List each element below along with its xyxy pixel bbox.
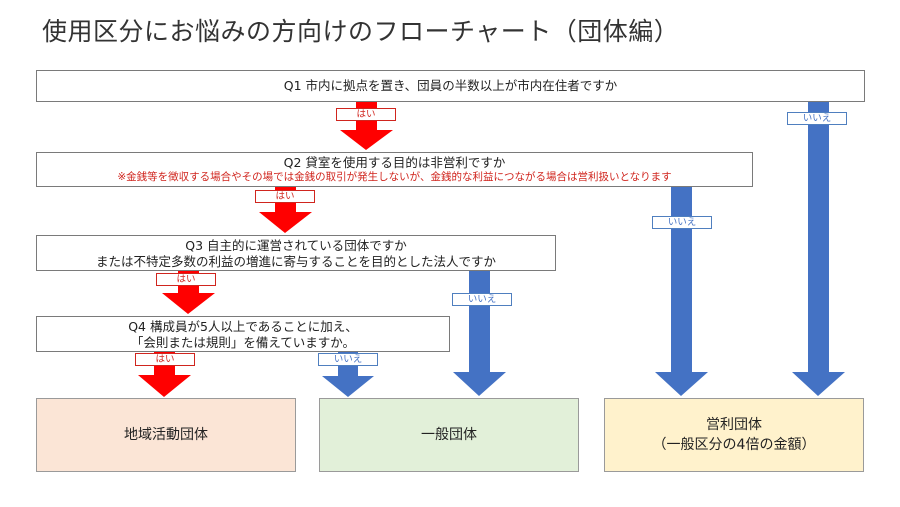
no-label-q4: いいえ (318, 353, 378, 366)
question-q2-text: Q2 貸室を使用する目的は非営利ですか (283, 155, 506, 170)
page-title: 使用区分にお悩みの方向けのフローチャート（団体編） (42, 17, 680, 46)
question-q4-line2: 「会則または規則」を備えていますか。 (130, 334, 356, 350)
yes-arrow-q3 (162, 271, 215, 314)
yes-label-q1: はい (336, 108, 396, 121)
question-q3-line2: または不特定多数の利益の増進に寄与することを目的とした法人ですか (95, 253, 496, 269)
no-label-q1: いいえ (787, 112, 847, 125)
question-box-q2: Q2 貸室を使用する目的は非営利ですか ※金銭等を徴収する場合やその場では金銭の… (36, 152, 753, 187)
question-q1-text: Q1 市内に拠点を置き、団員の半数以上が市内在住者ですか (283, 78, 618, 93)
result-general-group: 一般団体 (319, 398, 579, 472)
result-commercial-group: 営利団体 （一般区分の4倍の金額） (604, 398, 864, 472)
question-q4-line1: Q4 構成員が5人以上であることに加え、 (128, 319, 358, 334)
no-arrow-q4 (322, 352, 374, 397)
no-label-q3: いいえ (452, 293, 512, 306)
result-local-activity-group: 地域活動団体 (36, 398, 296, 472)
yes-arrow-q2 (259, 187, 312, 233)
no-label-q2: いいえ (652, 216, 712, 229)
result-general-label: 一般団体 (421, 426, 477, 443)
yes-arrow-q1 (340, 102, 393, 150)
question-box-q4: Q4 構成員が5人以上であることに加え、 「会則または規則」を備えていますか。 (36, 316, 450, 352)
yes-label-q3: はい (156, 273, 216, 286)
no-arrow-q2 (655, 187, 708, 396)
question-q2-note: ※金銭等を徴収する場合やその場では金銭の取引が発生しないが、金銭的な利益につなが… (117, 170, 672, 183)
no-arrow-q1 (792, 102, 845, 396)
question-box-q3: Q3 自主的に運営されている団体ですか または不特定多数の利益の増進に寄与するこ… (36, 235, 556, 271)
no-arrow-q3 (453, 270, 506, 396)
result-commercial-note: （一般区分の4倍の金額） (652, 437, 816, 453)
result-commercial-label: 営利団体 (706, 416, 762, 433)
question-q3-line1: Q3 自主的に運営されている団体ですか (185, 238, 407, 253)
question-box-q1: Q1 市内に拠点を置き、団員の半数以上が市内在住者ですか (36, 70, 865, 102)
yes-arrow-q4 (138, 352, 191, 397)
result-local-label: 地域活動団体 (124, 426, 208, 443)
yes-label-q4: はい (135, 353, 195, 366)
yes-label-q2: はい (255, 190, 315, 203)
